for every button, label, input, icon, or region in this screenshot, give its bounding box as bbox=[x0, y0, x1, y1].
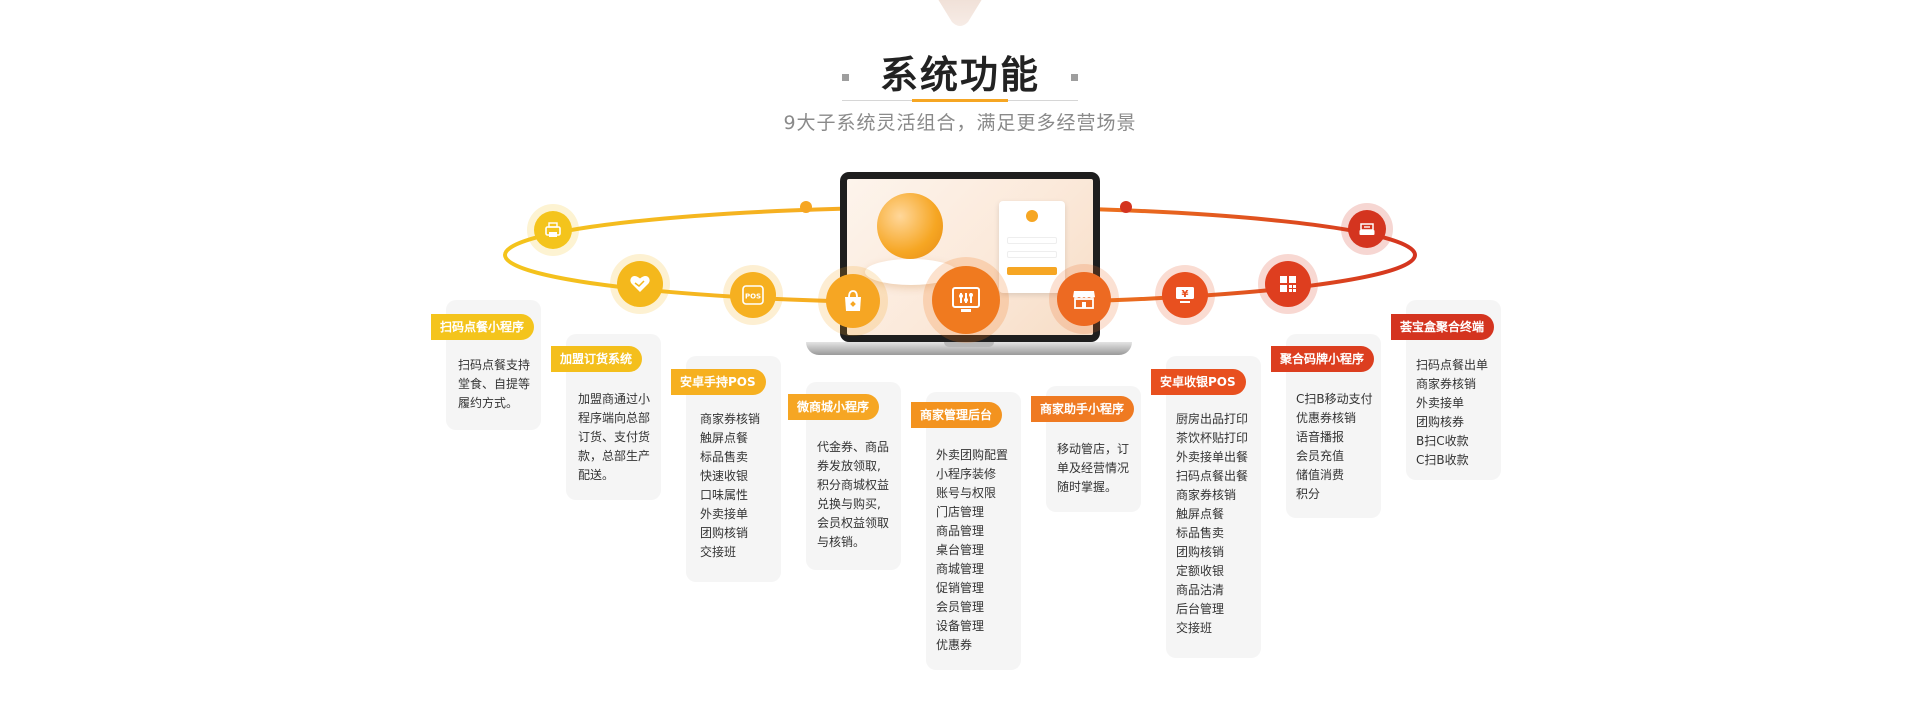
card-desc: 代金券、商品券发放领取,积分商城权益兑换与购买,会员权益领取与核销。 bbox=[817, 440, 890, 549]
card-cashier-pos: 厨房出品打印茶饮杯贴打印外卖接单出餐扫码点餐出餐商家券核销触屏点餐标品售卖团购核… bbox=[1166, 356, 1261, 658]
printer-icon bbox=[534, 211, 572, 249]
svg-text:¥: ¥ bbox=[1182, 289, 1189, 300]
card-label-cashier-pos: 安卓收银POS bbox=[1151, 369, 1246, 395]
page-subtitle: 9大子系统灵活组合，满足更多经营场景 bbox=[783, 112, 1137, 134]
login-field-user bbox=[1007, 237, 1057, 244]
top-decoration bbox=[938, 0, 982, 26]
card-desc: 扫码点餐支持堂食、自提等履约方式。 bbox=[458, 358, 531, 410]
card-label-micro-mall: 微商城小程序 bbox=[788, 394, 880, 420]
sliders-monitor-icon bbox=[932, 266, 1000, 334]
display-globe bbox=[877, 193, 943, 259]
card-label-handheld-pos: 安卓手持POS bbox=[671, 369, 766, 395]
login-field-password bbox=[1007, 251, 1057, 258]
orbit-dot-left bbox=[800, 201, 812, 213]
laptop-notch bbox=[944, 342, 994, 347]
card-merchant-admin: 外卖团购配置小程序装修账号与权限门店管理商品管理桌台管理商城管理促销管理会员管理… bbox=[926, 392, 1021, 670]
cash-box-icon bbox=[1348, 210, 1386, 248]
orbit-dot-right bbox=[1120, 201, 1132, 213]
title-block: 系统功能 bbox=[0, 44, 1920, 99]
qr-grid-icon bbox=[1265, 261, 1311, 307]
title-dot-right bbox=[1071, 74, 1079, 81]
card-label-scan-order: 扫码点餐小程序 bbox=[431, 314, 535, 340]
card-label-merchant-assistant: 商家助手小程序 bbox=[1031, 396, 1135, 422]
card-label-aggregate-qr: 聚合码牌小程序 bbox=[1271, 346, 1375, 372]
title-dot-left bbox=[841, 74, 849, 81]
laptop-base bbox=[806, 342, 1132, 355]
login-logo bbox=[1026, 210, 1038, 222]
card-desc: 移动管店，订单及经营情况随时掌握。 bbox=[1057, 442, 1130, 494]
card-label-merchant-admin: 商家管理后台 bbox=[911, 402, 1003, 428]
card-feature-list: C扫B移动支付优惠券核销语音播报会员充值储值消费积分 bbox=[1296, 392, 1373, 501]
display-login-card bbox=[999, 201, 1065, 293]
pos-icon-text: POS bbox=[745, 293, 761, 301]
pos-terminal-icon: POS bbox=[730, 272, 776, 318]
card-desc: 加盟商通过小程序端向总部订货、支付货款，总部生产配送。 bbox=[578, 392, 651, 482]
page-title: 系统功能 bbox=[879, 53, 1040, 97]
card-feature-list: 商家券核销触屏点餐标品售卖快速收银口味属性外卖接单团购核销交接班 bbox=[700, 412, 761, 559]
yuan-register-icon: ¥ bbox=[1162, 272, 1208, 318]
card-feature-list: 外卖团购配置小程序装修账号与权限门店管理商品管理桌台管理商城管理促销管理会员管理… bbox=[936, 448, 1009, 652]
login-button bbox=[1007, 267, 1057, 275]
heart-handshake-icon bbox=[617, 261, 663, 307]
storefront-icon bbox=[1057, 272, 1111, 326]
shopping-bag-icon bbox=[826, 274, 880, 328]
title-underline-accent bbox=[912, 99, 1008, 102]
card-label-franchise-order: 加盟订货系统 bbox=[551, 346, 643, 372]
card-label-huibao-terminal: 荟宝盒聚合终端 bbox=[1391, 314, 1495, 340]
card-feature-list: 厨房出品打印茶饮杯贴打印外卖接单出餐扫码点餐出餐商家券核销触屏点餐标品售卖团购核… bbox=[1176, 412, 1249, 635]
